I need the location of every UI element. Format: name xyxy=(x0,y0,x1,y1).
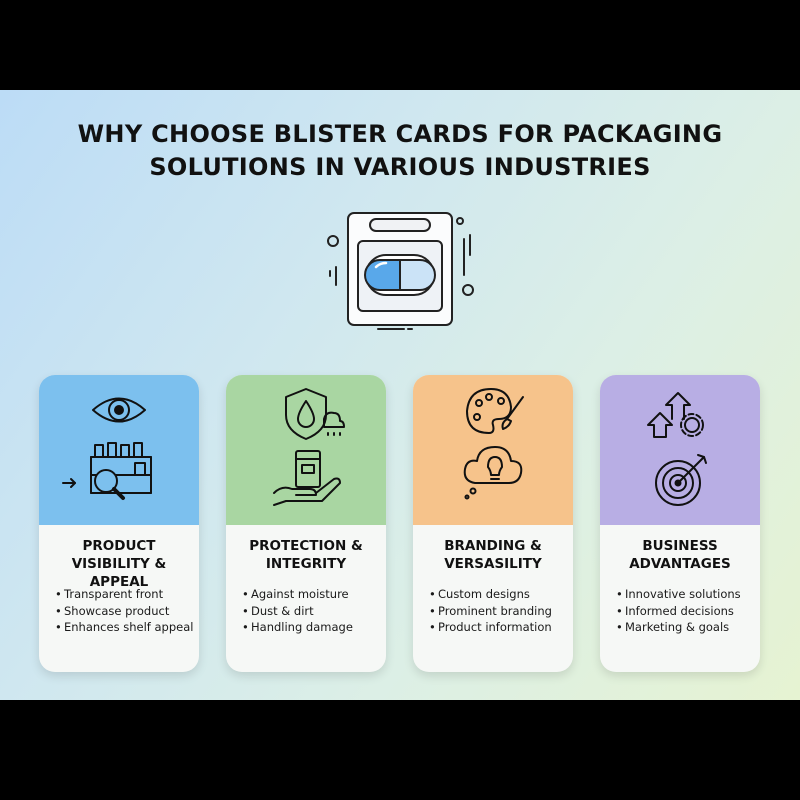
title-line-2: SOLUTIONS IN VARIOUS INDUSTRIES xyxy=(149,153,651,181)
list-item: Marketing & goals xyxy=(616,619,758,636)
shelf-search-icon xyxy=(62,442,152,500)
list-item: Product information xyxy=(429,619,571,636)
list-item: Showcase product xyxy=(55,603,197,620)
hand-package-icon xyxy=(273,450,341,506)
card-title: PRODUCT VISIBILITY & APPEAL xyxy=(71,538,167,590)
title-line-1: WHY CHOOSE BLISTER CARDS FOR PACKAGING xyxy=(77,120,723,148)
list-item: Prominent branding xyxy=(429,603,571,620)
blister-card-icon xyxy=(327,212,474,330)
shield-drop-icon xyxy=(285,388,345,440)
card-title: BUSINESS ADVANTAGES xyxy=(629,538,731,572)
card-product-visibility: PRODUCT VISIBILITY & APPEAL Transparent … xyxy=(39,375,199,672)
card-branding-versatility: BRANDING & VERSASILITY Custom designs Pr… xyxy=(413,375,573,672)
card-title: PROTECTION & INTEGRITY xyxy=(249,538,363,572)
card-bullet-list: Innovative solutions Informed decisions … xyxy=(616,586,758,636)
card-protection-integrity: PROTECTION & INTEGRITY Against moisture … xyxy=(226,375,386,672)
list-item: Dust & dirt xyxy=(242,603,384,620)
list-item: Handling damage xyxy=(242,619,384,636)
card-bullet-list: Against moisture Dust & dirt Handling da… xyxy=(242,586,384,636)
eye-icon xyxy=(92,397,146,423)
list-item: Against moisture xyxy=(242,586,384,603)
card-header xyxy=(413,375,573,525)
card-header xyxy=(600,375,760,525)
card-bullet-list: Transparent front Showcase product Enhan… xyxy=(55,586,197,636)
card-title: BRANDING & VERSASILITY xyxy=(444,538,542,572)
bottom-letterbox xyxy=(0,700,800,800)
page-title: WHY CHOOSE BLISTER CARDS FOR PACKAGING S… xyxy=(60,118,740,184)
list-item: Informed decisions xyxy=(616,603,758,620)
growth-gear-icon xyxy=(647,392,704,438)
palette-brush-icon xyxy=(466,388,524,434)
list-item: Custom designs xyxy=(429,586,571,603)
card-bullet-list: Custom designs Prominent branding Produc… xyxy=(429,586,571,636)
idea-cloud-icon xyxy=(463,446,523,500)
list-item: Transparent front xyxy=(55,586,197,603)
target-icon xyxy=(655,454,707,506)
infographic: WHY CHOOSE BLISTER CARDS FOR PACKAGING S… xyxy=(0,90,800,700)
card-business-advantages: BUSINESS ADVANTAGES Innovative solutions… xyxy=(600,375,760,672)
list-item: Enhances shelf appeal xyxy=(55,619,197,636)
list-item: Innovative solutions xyxy=(616,586,758,603)
top-letterbox xyxy=(0,0,800,90)
